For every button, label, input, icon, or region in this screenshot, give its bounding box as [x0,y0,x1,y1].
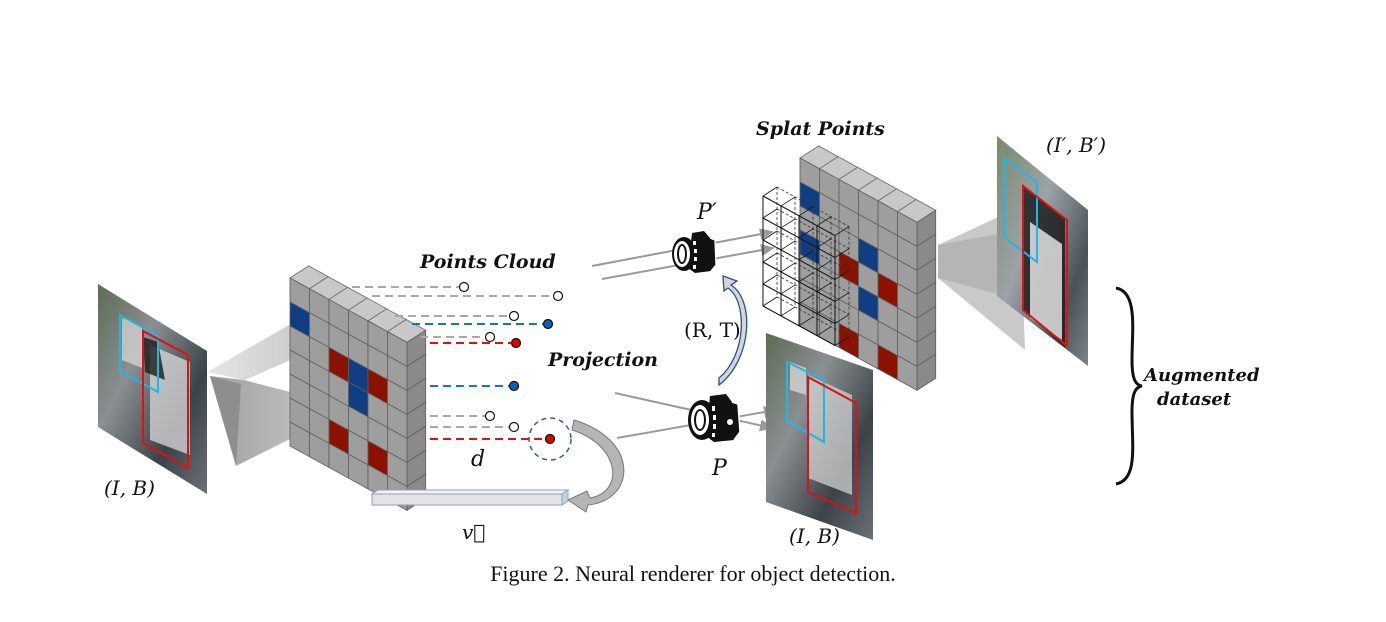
splat-grid-depth-line [834,248,850,258]
splat-grid-depth-line [780,284,796,295]
splat-grid-depth-line [834,336,850,346]
point-empty [458,281,470,293]
splat-grid-depth-line [762,186,778,197]
splat-grid-depth-line [816,260,832,271]
splat-grid-depth-line [762,274,778,285]
dog-face-small [122,318,142,368]
grid-cell [897,354,918,392]
label-points-cloud: Points Cloud [419,251,556,273]
projected-image [766,333,873,540]
point-red [544,433,556,445]
point-empty [552,290,564,302]
splat-grid-depth-line [762,252,778,263]
splat-grid-depth-line [816,238,832,249]
point-empty [508,421,520,433]
selected-point-ring [528,417,572,461]
label-vector: v⃗ [462,520,485,544]
input-image [98,284,207,494]
bbox-red-output [1022,183,1068,349]
splat-grid-depth-line [816,326,832,337]
dog-face-dark [143,337,165,380]
splat-grid-depth-line [762,296,778,307]
splat-grid-depth-line [798,316,814,327]
splat-grid-depth-line [798,250,814,261]
point-empty [508,310,520,322]
label-depth: d [471,447,485,472]
label-output-pair: (I′, B′) [1046,133,1106,157]
splat-grid-depth-line [834,292,850,302]
camera-p-icon [688,394,741,442]
splat-grid-depth-line [780,218,796,229]
output-image [997,136,1088,366]
splat-grid-depth-line [798,294,814,305]
transform-arrow [718,275,748,387]
splat-grid-depth-line [834,226,850,236]
point-blue [508,380,520,392]
splat-grid-depth-line [780,262,796,273]
label-input-pair-right: (I, B) [789,524,840,548]
label-camera-p-prime: P′ [696,200,717,225]
splat-grid-depth-line [780,306,796,317]
splat-grid-depth-line [762,208,778,219]
bbox-red-projected [807,375,857,515]
splat-grid-depth-line [816,282,832,293]
bbox-cyan [119,313,159,394]
point-empty [484,331,496,343]
splat-grid-depth-line [834,270,850,280]
feature-grid-right [799,145,937,392]
splat-grid-depth-line [780,196,796,207]
point-red [510,337,522,349]
augmented-brace [1115,286,1143,486]
figure-caption: Figure 2. Neural renderer for object det… [490,561,896,586]
point-blue [542,318,554,330]
splat-grid-depth-line [798,228,814,239]
splat-wire-grid [762,186,850,347]
label-transform: (R, T) [684,318,741,342]
label-input-pair: (I, B) [104,476,155,500]
camera-p-prime-icon [672,231,717,273]
feature-grid-left [289,265,427,512]
label-splat-points: Splat Points [756,118,885,140]
splat-grid-depth-line [762,230,778,241]
label-camera-p: P [711,456,728,481]
feature-arrow [566,419,625,513]
bbox-red [142,329,189,470]
point-rays [352,281,564,445]
bbox-cyan-projected [786,360,825,444]
point-empty [484,410,496,422]
splat-grid-depth-line [798,206,814,217]
label-projection: Projection [547,349,658,371]
label-augmented-line1: Augmented [1142,365,1260,386]
label-augmented-line2: dataset [1157,389,1232,410]
splat-grid-depth-line [816,216,832,227]
splat-grid-depth-line [798,272,814,283]
bbox-cyan-output [1003,156,1038,265]
splat-grid-depth-line [780,240,796,251]
splat-grid-depth-line [834,314,850,324]
splat-grid-depth-line [816,304,832,315]
feature-vector-bar [370,489,570,506]
